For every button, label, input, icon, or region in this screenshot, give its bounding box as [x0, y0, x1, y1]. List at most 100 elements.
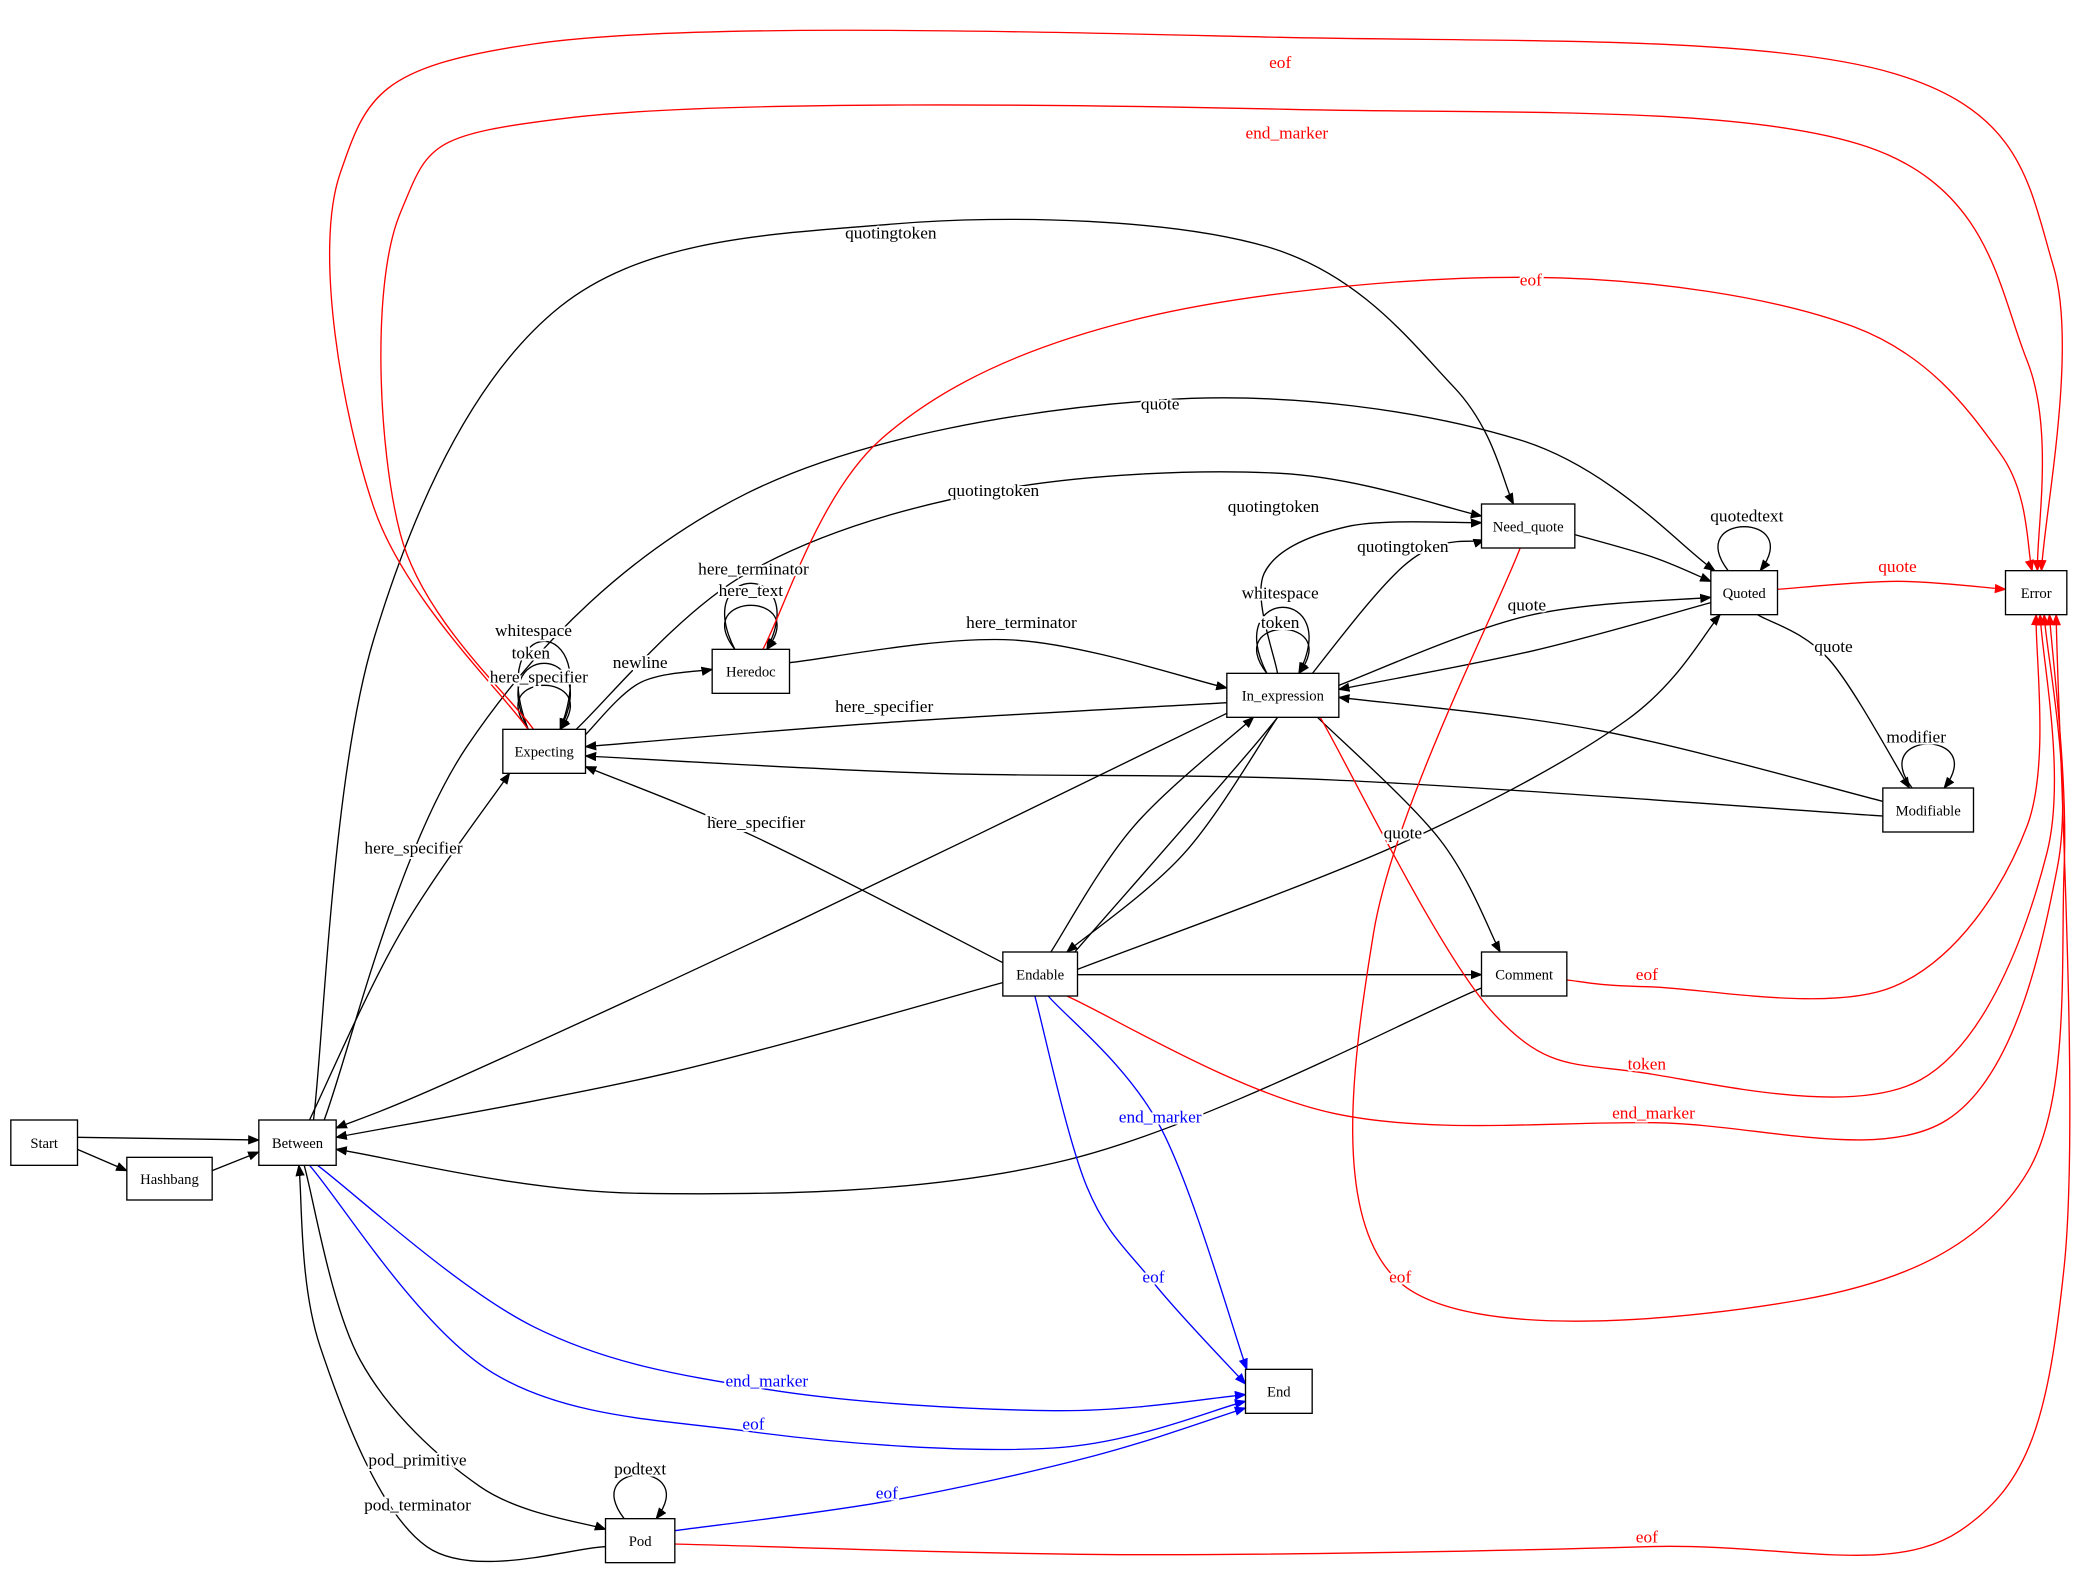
edge-Pod-to-Pod-podtext [613, 1474, 667, 1520]
node-label-Error: Error [2021, 586, 2052, 602]
edge-Heredoc-to-In_expression-here_terminator [789, 638, 1229, 691]
edge-label-Between-End: eof [742, 1414, 764, 1433]
edge-label-Pod-End: eof [876, 1484, 898, 1503]
edge-In_expression-to-Quoted-quote [1338, 593, 1713, 686]
edge-label-In_expression-In_expression: token [1261, 613, 1300, 632]
edge-label-Quoted-Modifiable: quote [1814, 637, 1853, 656]
edge-label-In_expression-Error: token [1628, 1054, 1667, 1073]
edge-Need_quote-to-Quoted [1574, 534, 1713, 582]
edge-Modifiable-to-Expecting [584, 751, 1883, 817]
edge-Between-to-Expecting-here_specifier [308, 772, 511, 1121]
node-label-Hashbang: Hashbang [140, 1172, 199, 1188]
node-Error: Error [2004, 570, 2068, 616]
edge-Comment-to-Error-eof [1566, 613, 2041, 1000]
edge-In_expression-to-Need_quote-quotingtoken [1260, 518, 1483, 674]
node-label-Between: Between [272, 1136, 324, 1152]
node-box-Quoted [1710, 570, 1779, 616]
edge-label-Expecting-Expecting: here_specifier [490, 668, 588, 687]
node-box-Expecting [502, 728, 587, 774]
edge-Endable-to-Expecting-here_specifier [584, 766, 1004, 964]
edge-label-Comment-Error: eof [1636, 965, 1658, 984]
node-label-Expecting: Expecting [514, 745, 574, 761]
edge-label-Endable-Error: end_marker [1612, 1104, 1695, 1123]
edge-label-Quoted-Quoted: quotedtext [1710, 506, 1783, 525]
edge-Quoted-to-Error-quote [1777, 580, 2007, 594]
edge-Endable-to-Between [334, 982, 1004, 1140]
edge-label-Heredoc-In_expression: here_terminator [966, 613, 1077, 632]
edge-In_expression-to-Expecting-here_specifier [584, 702, 1227, 751]
edge-label-In_expression-Quoted: quote [1508, 596, 1547, 615]
node-box-In_expression [1226, 672, 1340, 718]
edge-label-Endable-End: end_marker [1119, 1108, 1202, 1127]
node-label-Quoted: Quoted [1723, 586, 1767, 602]
edge-In_expression-to-In_expression-whitespace [1255, 606, 1310, 675]
node-Need_quote: Need_quote [1480, 503, 1576, 549]
node-Endable: Endable [1002, 951, 1079, 997]
node-Quoted: Quoted [1710, 570, 1779, 616]
edge-label-Expecting-Heredoc: newline [613, 653, 668, 672]
edges-layer [77, 29, 2071, 1563]
edge-label-Between-Expecting: here_specifier [364, 838, 462, 857]
edge-label-Quoted-Error: quote [1878, 557, 1917, 576]
node-label-Need_quote: Need_quote [1493, 519, 1564, 535]
edge-Expecting-to-Error-end_marker [380, 104, 2044, 730]
node-box-Modifiable [1882, 787, 1975, 833]
node-label-In_expression: In_expression [1242, 689, 1325, 705]
edge-label-Heredoc-Heredoc: here_terminator [698, 560, 809, 579]
edge-Quoted-to-In_expression [1337, 602, 1712, 692]
edge-Start-to-Between [77, 1135, 261, 1145]
node-box-Endable [1002, 951, 1079, 997]
edge-label-Heredoc-Error: eof [1520, 270, 1542, 289]
edge-Quoted-to-Modifiable-quote [1757, 614, 1911, 790]
edge-label-Expecting-Error: eof [1269, 53, 1291, 72]
edge-Between-to-End-end_marker [317, 1164, 1247, 1412]
edge-In_expression-to-Endable [1065, 716, 1279, 953]
edge-Quoted-to-Quoted-quotedtext [1717, 526, 1771, 572]
edge-label-Between-Need_quote: quotingtoken [845, 224, 937, 243]
edge-Expecting-to-Heredoc-newline [585, 666, 714, 736]
edge-Pod-to-Error-eof [674, 613, 2071, 1556]
edge-Modifiable-to-In_expression [1337, 694, 1883, 802]
edge-label-Between-End: end_marker [725, 1372, 808, 1391]
edge-Pod-to-Between-pod_terminator [295, 1164, 606, 1563]
edge-Expecting-to-Need_quote-quotingtoken [575, 471, 1483, 730]
node-Expecting: Expecting [502, 728, 587, 774]
edge-label-Heredoc-Heredoc: here_text [719, 581, 784, 600]
edge-label-Need_quote-Error: eof [1389, 1268, 1411, 1287]
node-Modifiable: Modifiable [1882, 787, 1975, 833]
edge-label-Endable-Expecting: here_specifier [707, 813, 805, 832]
edge-label-Between-Pod: pod_primitive [368, 1450, 466, 1469]
edge-Between-to-End-eof [309, 1164, 1247, 1451]
edge-In_expression-to-Error-token [1319, 613, 2056, 1098]
edge-Endable-to-End-eof [1034, 995, 1247, 1385]
edge-Modifiable-to-Modifiable-modifier [1901, 743, 1955, 790]
node-label-Pod: Pod [629, 1534, 652, 1550]
edge-label-Expecting-Expecting: token [512, 644, 551, 663]
edge-labels-layer: here_specifierpod_primitivepod_terminato… [362, 51, 1948, 1549]
edge-label-Pod-Error: eof [1636, 1528, 1658, 1547]
node-box-Error [2004, 570, 2068, 616]
edge-Between-to-Need_quote-quotingtoken [312, 218, 1515, 1121]
edge-In_expression-to-In_expression-token [1256, 628, 1310, 675]
edge-label-In_expression-Need_quote: quotingtoken [1228, 497, 1320, 516]
node-Hashbang: Hashbang [126, 1156, 213, 1201]
node-box-Comment [1480, 951, 1568, 997]
edge-Endable-to-Error-end_marker [1066, 613, 2064, 1141]
node-Comment: Comment [1480, 951, 1568, 997]
node-box-Pod [604, 1517, 676, 1564]
node-Start: Start [10, 1119, 79, 1166]
edge-Comment-to-Between [334, 987, 1482, 1195]
node-box-Between [258, 1119, 337, 1166]
edge-label-Endable-Quoted: quote [1384, 824, 1423, 843]
edge-label-Expecting-Need_quote: quotingtoken [948, 481, 1040, 500]
edge-label-In_expression-In_expression: whitespace [1242, 584, 1319, 603]
node-Pod: Pod [604, 1517, 676, 1564]
node-label-Endable: Endable [1016, 967, 1064, 983]
edge-label-Endable-Need_quote: quotingtoken [1357, 537, 1449, 556]
node-box-Start [10, 1119, 79, 1166]
node-In_expression: In_expression [1226, 672, 1340, 718]
node-Heredoc: Heredoc [711, 648, 791, 694]
edge-label-Between-Quoted: quote [1141, 394, 1180, 413]
